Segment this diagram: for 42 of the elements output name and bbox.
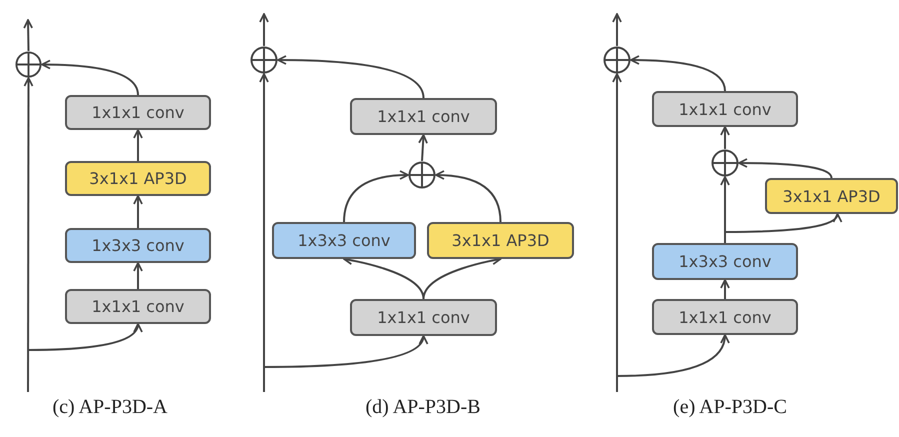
arrow [41,60,139,96]
layer-box: 3x1x1 AP3D [427,222,574,259]
arrow [28,323,142,351]
arrow [277,55,424,98]
arrow [418,134,428,162]
layer-box: 1x1x1 conv [65,95,211,130]
layer-box: 3x1x1 AP3D [65,161,211,196]
layer-box: 1x3x3 conv [272,222,416,259]
layer-box: 3x1x1 AP3D [765,178,898,214]
arrow [23,19,34,52]
arrow [616,334,729,377]
arrow [612,73,622,392]
layer-box: 1x3x3 conv [65,228,211,263]
arrow [264,335,427,368]
arrow [24,77,34,392]
arrow [724,213,840,243]
arrow [343,170,409,222]
arrow [259,73,269,392]
sum-circle [15,51,42,78]
sum-circle [711,149,739,177]
layer-box: 1x1x1 conv [350,299,497,336]
arrow [720,126,730,149]
arrow [133,129,143,161]
sum-circle [250,46,278,74]
sum-circle [408,161,436,189]
arrow [259,13,269,46]
layer-box: 1x1x1 conv [65,289,211,324]
arrow [133,195,143,228]
panel-caption: (c) AP-P3D-A [52,396,168,419]
layer-box: 1x1x1 conv [652,299,798,335]
layer-box: 1x3x3 conv [652,243,798,280]
layer-box: 1x1x1 conv [652,91,798,127]
sum-circle [603,46,631,74]
arrow [720,279,730,299]
arrow [133,262,143,289]
arrow [630,55,726,92]
panel-caption: (d) AP-P3D-B [366,396,480,419]
layer-box: 1x1x1 conv [350,98,497,135]
panel-caption: (e) AP-P3D-C [673,396,787,419]
arrow [612,13,622,46]
arrow [435,170,502,222]
arrow [738,158,832,178]
